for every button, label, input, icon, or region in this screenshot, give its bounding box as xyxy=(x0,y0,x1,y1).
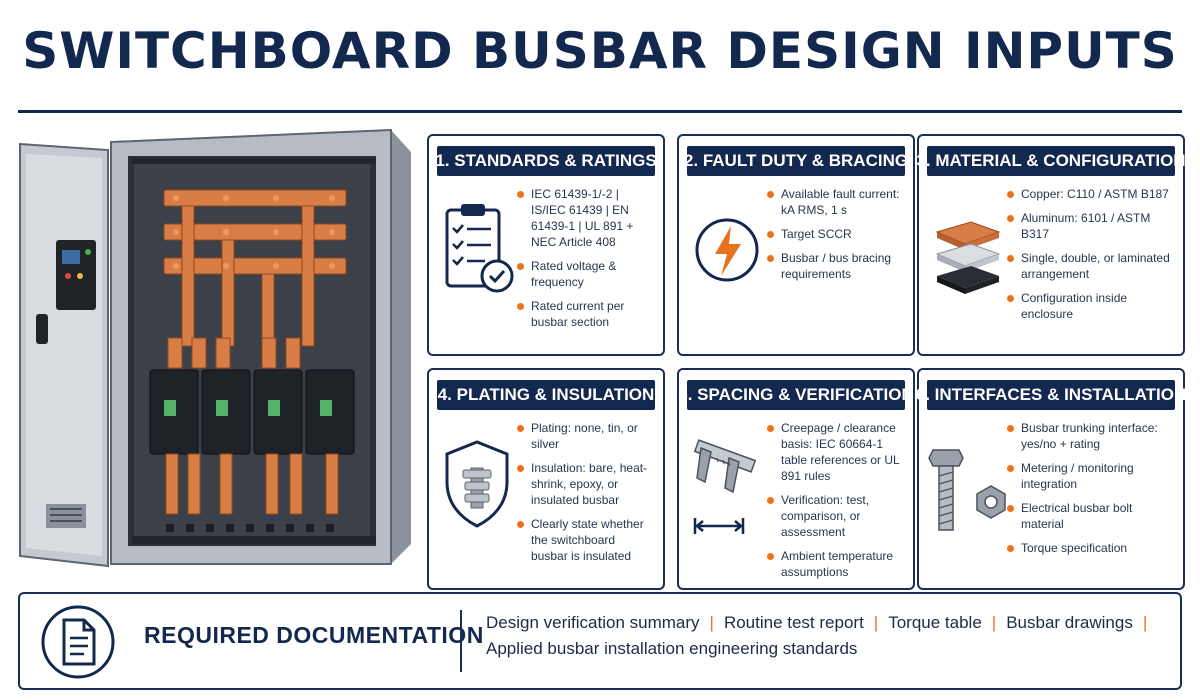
list-item: Plating: none, tin, or silver xyxy=(517,420,655,452)
card-spacing-verification: 5. SPACING & VERIFICATION Creepage / cle… xyxy=(677,368,915,590)
documentation-title: REQUIRED DOCUMENTATION xyxy=(144,622,484,648)
list-item: Available fault current: kA RMS, 1 s xyxy=(767,186,905,218)
card-material-configuration: 3. MATERIAL & CONFIGURATION Copper: C110… xyxy=(916,134,1186,356)
card-plating-insulation: 4. PLATING & INSULATION Plating: none, t… xyxy=(427,368,665,590)
list-item: Copper: C110 / ASTM B187 xyxy=(1007,186,1175,202)
list-item: Clearly state whether the switchboard bu… xyxy=(517,516,655,564)
separator: | xyxy=(873,613,879,632)
documentation-item: Applied busbar installation engineering … xyxy=(486,639,858,658)
list-item: Single, double, or laminated arrangement xyxy=(1007,250,1175,282)
list-item: Target SCCR xyxy=(767,226,905,242)
list-item: Busbar trunking interface: yes/no + rati… xyxy=(1007,420,1175,452)
documentation-item: Design verification summary xyxy=(486,613,700,632)
card-list: Creepage / clearance basis: IEC 60664-1 … xyxy=(767,420,905,588)
separator: | xyxy=(991,613,997,632)
card-title: 4. PLATING & INSULATION xyxy=(437,380,655,410)
lightning-bolt-icon xyxy=(695,218,759,282)
card-list: Plating: none, tin, or silver Insulation… xyxy=(517,420,655,572)
switchboard-cabinet-illustration xyxy=(19,128,411,568)
card-fault-duty: 2. FAULT DUTY & BRACING Available fault … xyxy=(677,134,915,356)
separator: | xyxy=(1142,613,1148,632)
document-icon xyxy=(41,605,115,679)
list-item: Rated voltage & frequency xyxy=(517,258,655,290)
list-item: Torque specification xyxy=(1007,540,1175,556)
documentation-item: Routine test report xyxy=(723,613,864,632)
list-item: Ambient temperature assumptions xyxy=(767,548,905,580)
title-divider xyxy=(18,110,1182,113)
list-item: Insulation: bare, heat-shrink, epoxy, or… xyxy=(517,460,655,508)
list-item: Metering / monitoring integration xyxy=(1007,460,1175,492)
clipboard-checklist-icon xyxy=(445,204,514,293)
documentation-divider xyxy=(460,610,462,672)
documentation-item: Torque table xyxy=(888,613,982,632)
separator: | xyxy=(709,613,714,632)
shield-bolt-icon xyxy=(445,440,509,528)
list-item: IEC 61439-1/-2 | IS/IEC 61439 | EN 61439… xyxy=(517,186,655,250)
caliper-icon xyxy=(693,439,757,534)
list-item: Creepage / clearance basis: IEC 60664-1 … xyxy=(767,420,905,484)
card-list: IEC 61439-1/-2 | IS/IEC 61439 | EN 61439… xyxy=(517,186,655,338)
material-layers-icon xyxy=(935,221,1001,294)
card-list: Copper: C110 / ASTM B187 Aluminum: 6101 … xyxy=(1007,186,1175,330)
list-item: Busbar / bus bracing requirements xyxy=(767,250,905,282)
list-item: Configuration inside enclosure xyxy=(1007,290,1175,322)
required-documentation-panel: REQUIRED DOCUMENTATION Design verificati… xyxy=(18,592,1182,690)
list-item: Aluminum: 6101 / ASTM B317 xyxy=(1007,210,1175,242)
card-title: 3. MATERIAL & CONFIGURATION xyxy=(916,146,1186,176)
documentation-list: Design verification summary | Routine test… xyxy=(486,610,1166,662)
card-interfaces-installation: 6. INTERFACES & INSTALLATION Busbar trun… xyxy=(916,368,1186,590)
page-title: SWITCHBOARD BUSBAR DESIGN INPUTS xyxy=(22,22,1178,80)
card-title: 5. SPACING & VERIFICATION xyxy=(678,380,914,410)
list-item: Verification: test, comparison, or asses… xyxy=(767,492,905,540)
list-item: Electrical busbar bolt material xyxy=(1007,500,1175,532)
card-list: Busbar trunking interface: yes/no + rati… xyxy=(1007,420,1175,564)
card-title: 1. STANDARDS & RATINGS xyxy=(435,146,657,176)
list-item: Rated current per busbar section xyxy=(517,298,655,330)
card-title: 6. INTERFACES & INSTALLATION xyxy=(916,380,1186,410)
card-standards-ratings: 1. STANDARDS & RATINGS IEC 61439-1/-2 | … xyxy=(427,134,665,356)
documentation-item: Busbar drawings xyxy=(1006,613,1133,632)
card-list: Available fault current: kA RMS, 1 s Tar… xyxy=(767,186,905,290)
card-title: 2. FAULT DUTY & BRACING xyxy=(684,146,908,176)
bolt-nut-icon xyxy=(928,449,1006,531)
